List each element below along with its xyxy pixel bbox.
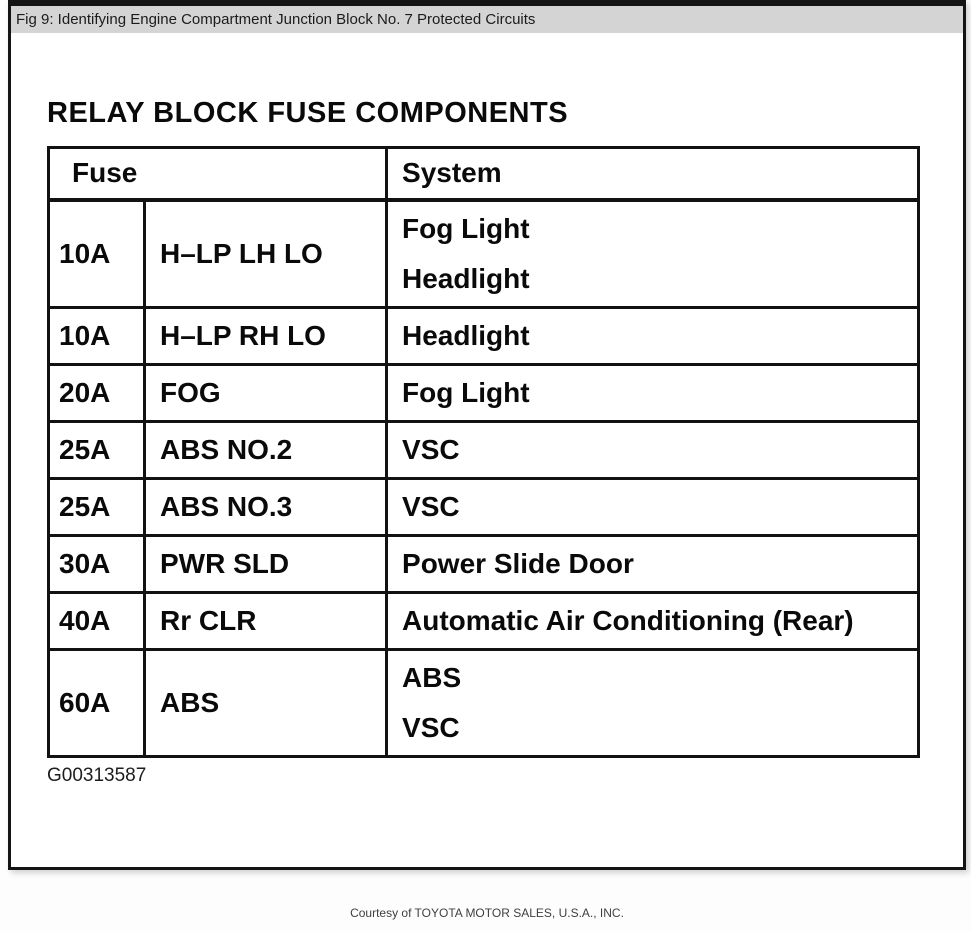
system-cell: Power Slide Door (385, 533, 920, 594)
fuse-name-cell: H–LP LH LO (142, 198, 389, 309)
table-row: 10A H–LP RH LO Headlight (47, 305, 920, 366)
fuse-name-cell: FOG (142, 362, 389, 423)
system-cell: Automatic Air Conditioning (Rear) (385, 590, 920, 651)
fuse-name-cell: Rr CLR (142, 590, 389, 651)
system-line: VSC (402, 490, 460, 522)
system-line: Power Slide Door (402, 547, 634, 579)
system-line: Automatic Air Conditioning (Rear) (402, 604, 854, 636)
fuse-name-cell: ABS (142, 647, 389, 758)
table-row: 40A Rr CLR Automatic Air Conditioning (R… (47, 590, 920, 651)
fuse-column-header: Fuse (46, 146, 389, 202)
system-line: Headlight (402, 319, 530, 351)
table-row: 60A ABS ABS VSC (47, 647, 920, 758)
table-row: 25A ABS NO.2 VSC (47, 419, 920, 480)
fuse-name-cell: H–LP RH LO (142, 305, 389, 366)
fuse-name-cell: PWR SLD (142, 533, 389, 594)
fuse-amps-cell: 25A (47, 476, 146, 537)
system-cell: Fog Light (385, 362, 920, 423)
system-line: VSC (402, 433, 460, 465)
system-line: Headlight (402, 262, 530, 294)
fuse-amps-cell: 10A (47, 305, 146, 366)
figure-caption: Fig 9: Identifying Engine Compartment Ju… (16, 11, 536, 28)
table-row: 30A PWR SLD Power Slide Door (47, 533, 920, 594)
fuse-amps-cell: 30A (47, 533, 146, 594)
credit-line: Courtesy of TOYOTA MOTOR SALES, U.S.A., … (350, 906, 624, 920)
fuse-amps-cell: 10A (47, 198, 146, 309)
table-row: 25A ABS NO.3 VSC (47, 476, 920, 537)
system-cell: VSC (385, 476, 920, 537)
fuse-amps-cell: 20A (47, 362, 146, 423)
fuse-amps-cell: 40A (47, 590, 146, 651)
system-cell: ABS VSC (385, 647, 920, 758)
fuse-amps-cell: 60A (47, 647, 146, 758)
system-cell: Headlight (385, 305, 920, 366)
system-cell: VSC (385, 419, 920, 480)
table-row: 20A FOG Fog Light (47, 362, 920, 423)
figure-content: RELAY BLOCK FUSE COMPONENTS Fuse System … (11, 97, 963, 931)
figure-title: RELAY BLOCK FUSE COMPONENTS (47, 97, 569, 129)
figure-caption-bar: Fig 9: Identifying Engine Compartment Ju… (11, 6, 963, 33)
figure-panel: Fig 9: Identifying Engine Compartment Ju… (8, 0, 966, 920)
system-column-header: System (385, 146, 920, 202)
fuse-name-cell: ABS NO.2 (142, 419, 389, 480)
system-line: Fog Light (402, 376, 530, 408)
system-line: ABS (402, 661, 462, 693)
system-line: VSC (402, 711, 460, 743)
system-line: Fog Light (402, 212, 530, 244)
fuse-name-cell: ABS NO.3 (142, 476, 389, 537)
figure-id: G00313587 (47, 764, 147, 786)
fuse-amps-cell: 25A (47, 419, 146, 480)
table-header-row: Fuse System (46, 146, 920, 202)
